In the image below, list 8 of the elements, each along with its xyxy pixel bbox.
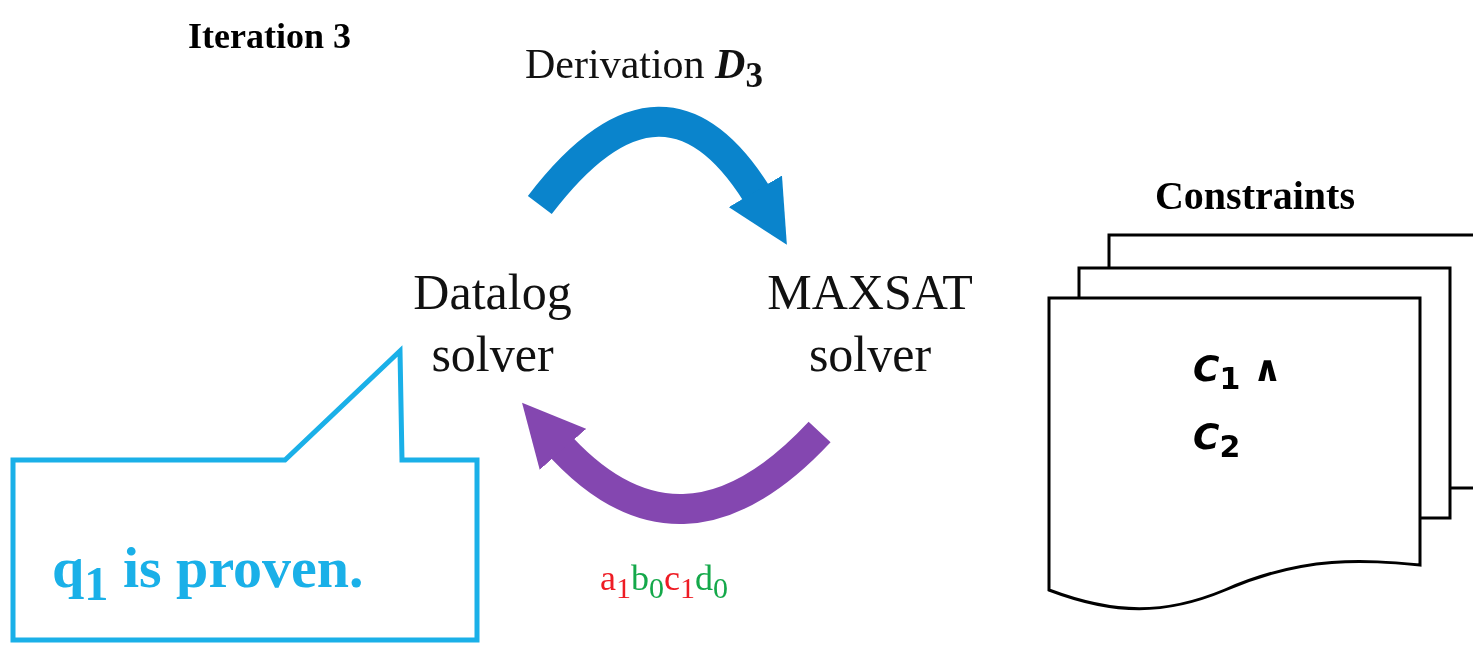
curved-arrow: [520, 404, 831, 524]
callout-text: q$_{1}$ is proven.: [52, 534, 364, 612]
solver-label: Datalog solver: [412, 262, 573, 384]
solver-label: MAXSAT solver: [766, 262, 974, 384]
iteration-heading: Iteration 3: [188, 15, 351, 58]
stack-title: Constraints: [1154, 172, 1356, 220]
constraint-formula: C$_{1}$ ∧ C$_{2}$: [1193, 347, 1284, 467]
curved-arrow: [528, 106, 789, 244]
